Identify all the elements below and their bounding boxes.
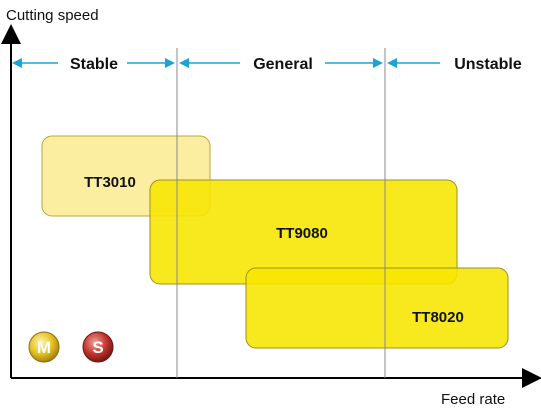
grade-regions (41, 135, 509, 349)
badge-s-circle (82, 331, 114, 363)
stable-arrow-left-head (12, 58, 22, 68)
badge-m-circle (28, 331, 60, 363)
zone-label-general: General (253, 56, 313, 73)
general-arrow-left-head (179, 58, 189, 68)
zone-label-stable: Stable (70, 56, 118, 73)
grade-label-tt8020: TT8020 (412, 309, 464, 326)
grade-label-tt3010: TT3010 (84, 174, 136, 191)
general-arrow-right-head (373, 58, 383, 68)
grade-label-tt9080: TT9080 (276, 225, 328, 242)
grade-region-tt8020 (245, 267, 509, 349)
zone-label-unstable: Unstable (454, 56, 522, 73)
material-badge-m: M (28, 331, 60, 363)
y-axis-label: Cutting speed (6, 7, 99, 24)
badge-s-letter: S (92, 338, 103, 357)
stable-arrow-right-head (165, 58, 175, 68)
zone-arrows (12, 58, 440, 68)
unstable-arrow-left-head (387, 58, 397, 68)
material-badge-s: S (82, 331, 114, 363)
x-axis-label: Feed rate (441, 391, 505, 408)
badge-m-letter: M (37, 338, 51, 357)
